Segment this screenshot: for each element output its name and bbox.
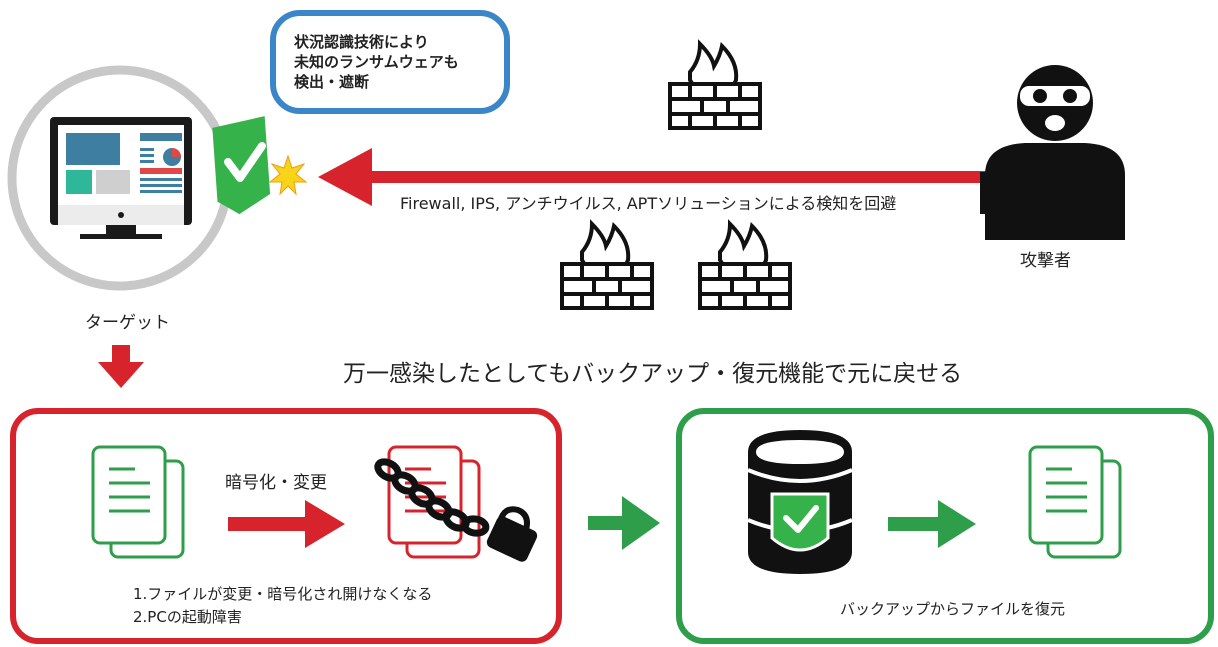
restored-document-icon — [1028, 445, 1122, 559]
chain-icon — [374, 458, 490, 537]
detection-callout: 状況認識技術により 未知のランサムウェアも 検出・遮断 — [270, 10, 510, 114]
computer-icon — [50, 117, 192, 239]
attacker-label: 攻撃者 — [1020, 251, 1071, 271]
restore-label: バックアップからファイルを復元 — [840, 600, 1066, 618]
firewall-icon — [668, 39, 762, 130]
encrypt-arrow — [228, 500, 345, 548]
evasion-caption: Firewall, IPS, アンチウイルス, APTソリューションによる検知を… — [400, 194, 897, 213]
backup-database-icon — [747, 430, 853, 574]
consequence-item-1: 1.ファイルが変更・暗号化され開けなくなる — [133, 585, 433, 603]
firewall-icon — [698, 219, 792, 310]
infection-panel — [10, 408, 562, 644]
target-label: ターゲット — [85, 313, 170, 333]
padlock-icon — [486, 506, 538, 562]
next-step-arrow — [588, 496, 660, 550]
callout-line-2: 未知のランサムウェアも — [294, 53, 459, 71]
attacker-icon — [980, 65, 1125, 240]
document-icon — [91, 445, 185, 559]
callout-line-3: 検出・遮断 — [294, 73, 370, 91]
consequence-item-2: 2.PCの起動障害 — [133, 608, 242, 626]
attack-arrow — [318, 148, 1003, 206]
callout-line-1: 状況認識技術により — [294, 33, 429, 51]
recovery-panel — [676, 408, 1214, 644]
burst-star-icon — [268, 154, 308, 196]
restore-arrow — [888, 500, 976, 548]
firewall-icon — [560, 219, 654, 310]
recovery-headline: 万一感染したとしてもバックアップ・復元機能で元に戻せる — [343, 361, 963, 387]
encrypt-label: 暗号化・変更 — [225, 473, 327, 493]
shield-check-icon — [212, 116, 271, 215]
down-arrow-icon — [98, 345, 144, 388]
